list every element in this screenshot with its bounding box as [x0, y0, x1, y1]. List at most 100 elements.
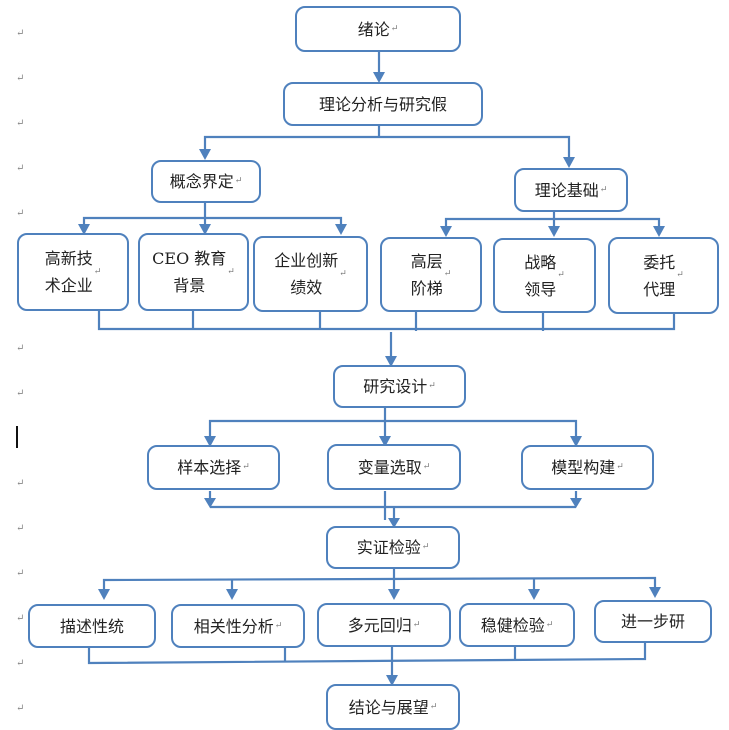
node-descriptive-stats[interactable]: 描述性统: [28, 604, 156, 648]
node-label: 相关性分析: [193, 616, 274, 636]
paragraph-mark: ↵: [16, 28, 25, 39]
paragraph-mark: ↵: [227, 266, 235, 277]
arrowhead: [373, 72, 385, 83]
arrowhead: [226, 589, 238, 600]
node-further-research[interactable]: 进一步研: [594, 600, 712, 643]
paragraph-mark: ↵: [339, 268, 347, 279]
node-hightech[interactable]: 高新技 术企业↵: [17, 233, 129, 311]
paragraph-mark: ↵: [16, 163, 25, 174]
paragraph-mark: ↵: [428, 381, 436, 391]
connector: [208, 419, 578, 437]
node-strategic-leadership[interactable]: 战略 领导↵: [493, 238, 596, 313]
paragraph-mark: ↵: [390, 23, 399, 34]
arrowhead: [548, 226, 560, 237]
connector: [87, 642, 647, 665]
paragraph-mark: ↵: [16, 478, 25, 489]
arrowhead: [199, 149, 211, 160]
arrowhead: [563, 157, 575, 168]
paragraph-mark: ↵: [16, 118, 25, 129]
node-sample-selection[interactable]: 样本选择↵: [147, 445, 280, 490]
node-ceo-education[interactable]: CEO 教育 背景↵: [138, 233, 249, 311]
text-cursor: [16, 426, 18, 448]
arrowhead: [204, 436, 216, 447]
paragraph-mark: ↵: [557, 270, 565, 280]
paragraph-mark: ↵: [676, 270, 684, 280]
node-label: 战略 领导: [524, 252, 557, 299]
node-concept-definition[interactable]: 概念界定↵: [151, 160, 261, 203]
arrowhead: [98, 589, 110, 600]
arrowhead: [379, 436, 391, 447]
node-innovation-performance[interactable]: 企业创新 绩效↵: [253, 236, 368, 312]
node-conclusion[interactable]: 结论与展望↵: [326, 684, 460, 730]
paragraph-mark: ↵: [421, 542, 430, 552]
paragraph-mark: ↵: [274, 620, 283, 631]
node-correlation-analysis[interactable]: 相关性分析↵: [171, 604, 305, 648]
paragraph-mark: ↵: [16, 523, 25, 534]
paragraph-mark: ↵: [16, 658, 25, 669]
paragraph-mark: ↵: [16, 73, 25, 84]
node-variable-selection[interactable]: 变量选取↵: [327, 444, 461, 490]
arrowhead: [78, 224, 90, 235]
arrowhead: [386, 675, 398, 686]
paragraph-mark: ↵: [234, 176, 243, 186]
arrowhead: [388, 589, 400, 600]
paragraph-mark: ↵: [545, 619, 554, 630]
paragraph-mark: ↵: [242, 462, 250, 472]
node-theory-basis[interactable]: 理论基础↵: [514, 168, 628, 212]
paragraph-mark: ↵: [412, 619, 421, 630]
arrowhead: [388, 518, 400, 528]
paragraph-mark: ↵: [16, 343, 25, 354]
connector: [82, 216, 343, 225]
arrowhead: [385, 356, 397, 367]
node-multiple-regression[interactable]: 多元回归↵: [317, 603, 451, 647]
node-research-design[interactable]: 研究设计↵: [333, 365, 466, 408]
arrowhead: [653, 226, 665, 237]
connector: [102, 576, 657, 590]
node-label: 进一步研: [620, 612, 685, 631]
paragraph-mark: ↵: [616, 462, 624, 472]
node-label: 研究设计: [363, 377, 428, 396]
node-label: 高层 阶梯: [410, 251, 443, 298]
node-intro[interactable]: 绪论↵: [295, 6, 461, 52]
node-label: 样本选择: [177, 458, 242, 477]
node-label: 企业创新 绩效: [274, 251, 339, 297]
paragraph-mark: ↵: [443, 269, 452, 279]
node-label: 稳健检验: [480, 615, 545, 635]
node-empirical-test[interactable]: 实证检验↵: [326, 526, 460, 569]
arrowhead: [440, 226, 452, 237]
arrowhead: [199, 224, 211, 235]
arrowhead: [204, 498, 216, 508]
paragraph-mark: ↵: [599, 184, 608, 195]
paragraph-mark: ↵: [422, 461, 431, 472]
paragraph-mark: ↵: [16, 568, 25, 579]
node-label: 绪论: [357, 19, 390, 39]
node-label: CEO 教育 背景: [152, 249, 227, 295]
node-agency[interactable]: 委托 代理↵: [608, 237, 719, 314]
paragraph-mark: ↵: [429, 701, 438, 712]
node-model-construction[interactable]: 模型构建↵: [521, 445, 654, 490]
node-label: 理论分析与研究假: [318, 94, 447, 114]
node-label: 结论与展望: [348, 697, 429, 717]
paragraph-mark: ↵: [16, 703, 25, 714]
node-label: 概念界定: [169, 172, 234, 191]
node-label: 委托 代理: [643, 252, 676, 299]
connector: [203, 135, 571, 158]
connector: [444, 217, 661, 227]
paragraph-mark: ↵: [16, 388, 25, 399]
arrowhead: [649, 587, 661, 598]
arrowhead: [570, 436, 582, 447]
node-label: 多元回归: [347, 615, 412, 635]
node-label: 高新技 术企业: [44, 249, 93, 295]
node-theory-hypothesis[interactable]: 理论分析与研究假: [283, 82, 483, 126]
paragraph-mark: ↵: [93, 266, 102, 277]
node-label: 实证检验: [356, 538, 421, 557]
node-robustness-test[interactable]: 稳健检验↵: [459, 603, 575, 647]
node-label: 理论基础: [534, 180, 599, 200]
arrowhead: [570, 498, 582, 508]
arrowhead: [335, 224, 347, 235]
node-label: 模型构建: [551, 458, 616, 477]
node-upper-echelon[interactable]: 高层 阶梯↵: [380, 237, 482, 312]
node-label: 变量选取: [357, 457, 422, 477]
